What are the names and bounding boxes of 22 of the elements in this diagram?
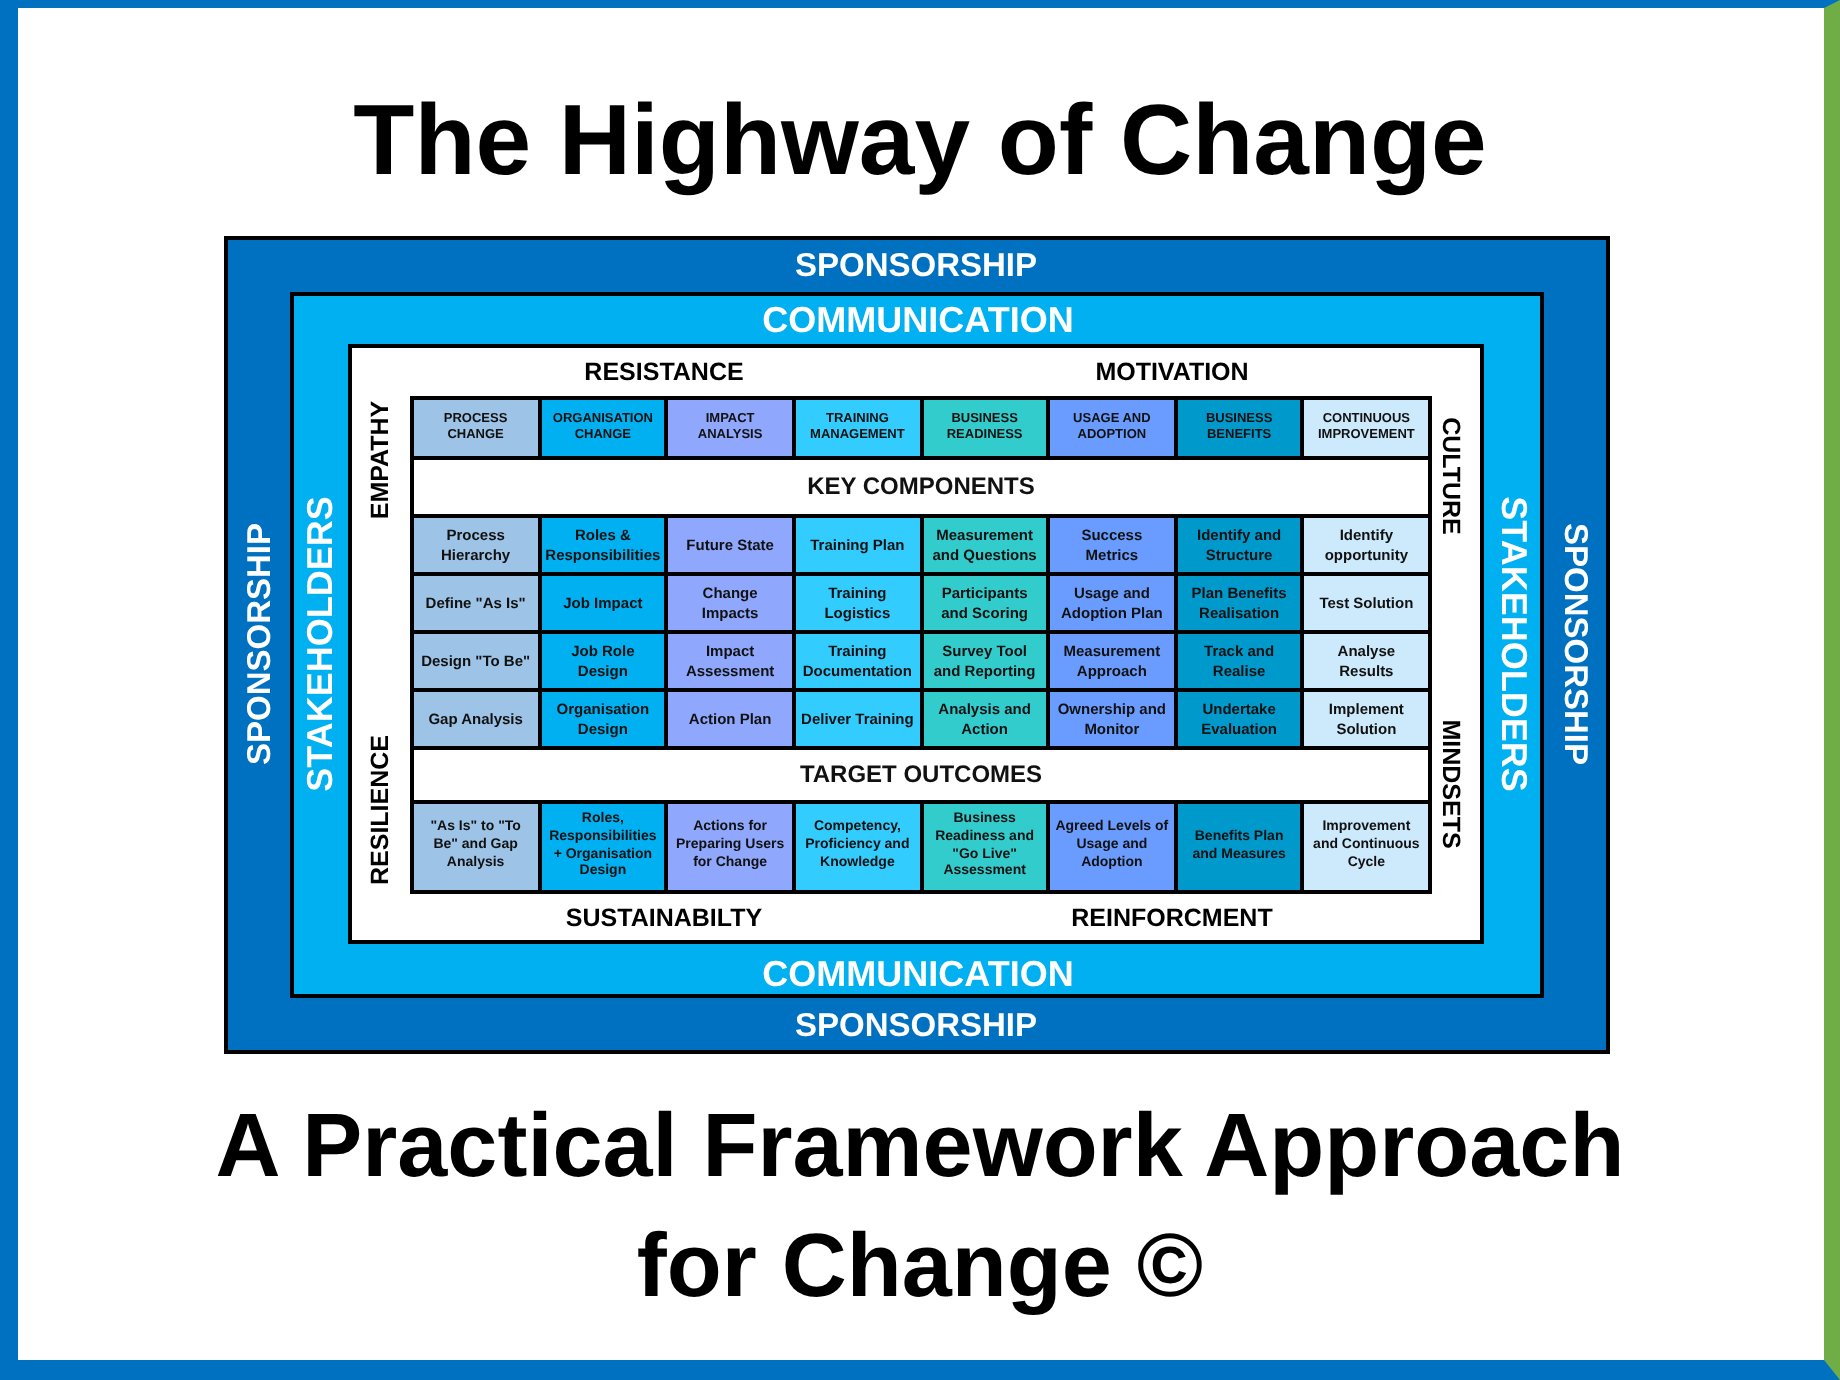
theme-label: REINFORCMENT bbox=[1071, 905, 1273, 931]
theme-label: SUSTAINABILTY bbox=[565, 905, 763, 931]
section-band: KEY COMPONENTS bbox=[414, 460, 1428, 514]
vertical-frame-label: STAKEHOLDERS bbox=[1496, 496, 1532, 792]
vertical-frame-label: STAKEHOLDERS bbox=[302, 496, 338, 792]
frame-heading: COMMUNICATION bbox=[762, 302, 1074, 338]
frame-heading: SPONSORSHIP bbox=[794, 249, 1038, 283]
caption: A Practical Framework Approach for Change © bbox=[213, 1092, 1627, 1320]
section-band: TARGET OUTCOMES bbox=[414, 750, 1428, 800]
vertical-theme-label: MINDSETS bbox=[1437, 719, 1463, 849]
frame-heading: COMMUNICATION bbox=[762, 956, 1074, 992]
vertical-frame-label: SPONSORSHIP bbox=[1557, 522, 1591, 766]
vertical-theme-label: RESILIENCE bbox=[367, 735, 393, 885]
outer-frame bbox=[224, 236, 1610, 1054]
theme-label: RESISTANCE bbox=[584, 359, 744, 385]
vertical-frame-label: SPONSORSHIP bbox=[243, 522, 277, 766]
vertical-theme-label: EMPATHY bbox=[367, 400, 393, 520]
frame-heading: SPONSORSHIP bbox=[794, 1009, 1038, 1043]
middle-frame bbox=[290, 292, 1544, 998]
vertical-theme-label: CULTURE bbox=[1437, 417, 1463, 535]
inner-panel bbox=[348, 344, 1484, 944]
theme-label: MOTIVATION bbox=[1095, 359, 1249, 385]
